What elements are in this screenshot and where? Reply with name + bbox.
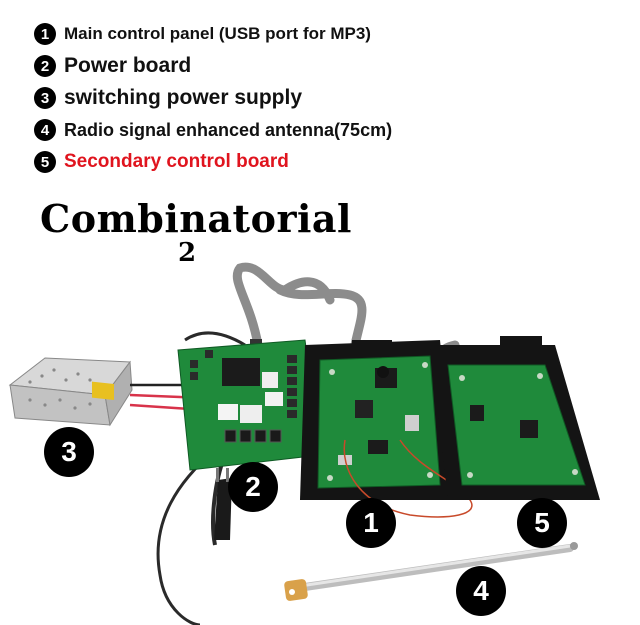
page-subtitle: 2 <box>178 238 197 268</box>
callout-badge-3: 3 <box>44 427 94 477</box>
power-board <box>177 339 321 471</box>
callout-badge-5: 5 <box>517 498 567 548</box>
legend-label: Power board <box>64 54 192 77</box>
antenna <box>284 542 578 601</box>
legend-number-badge: 3 <box>34 87 56 109</box>
switching-power-supply <box>8 357 133 427</box>
product-photo <box>8 262 600 625</box>
callout-badge-1: 1 <box>346 498 396 548</box>
page-title: Combinatorial <box>40 196 352 241</box>
legend-item-power-board: 2 Power board <box>34 50 392 82</box>
callout-badge-4: 4 <box>456 566 506 616</box>
callout-badge-2: 2 <box>228 462 278 512</box>
plug-icon <box>214 468 232 540</box>
legend-number-badge: 1 <box>34 23 56 45</box>
legend-item-antenna: 4 Radio signal enhanced antenna(75cm) <box>34 114 392 146</box>
legend-label: Radio signal enhanced antenna(75cm) <box>64 119 393 140</box>
legend-number-badge: 5 <box>34 151 56 173</box>
legend-item-main-control-panel: 1 Main control panel (USB port for MP3) <box>34 18 392 50</box>
legend-label: switching power supply <box>64 86 303 109</box>
main-control-panel <box>300 340 455 500</box>
secondary-control-board <box>430 336 600 500</box>
legend-item-secondary-control-board: 5 Secondary control board <box>34 146 392 178</box>
legend-number-badge: 2 <box>34 55 56 77</box>
legend-number-badge: 4 <box>34 119 56 141</box>
antenna-wire <box>343 439 473 518</box>
legend-item-switching-power-supply: 3 switching power supply <box>34 82 392 114</box>
legend-label: Main control panel (USB port for MP3) <box>64 24 371 43</box>
legend-label: Secondary control board <box>64 151 289 172</box>
legend-list: 1 Main control panel (USB port for MP3) … <box>34 18 392 178</box>
